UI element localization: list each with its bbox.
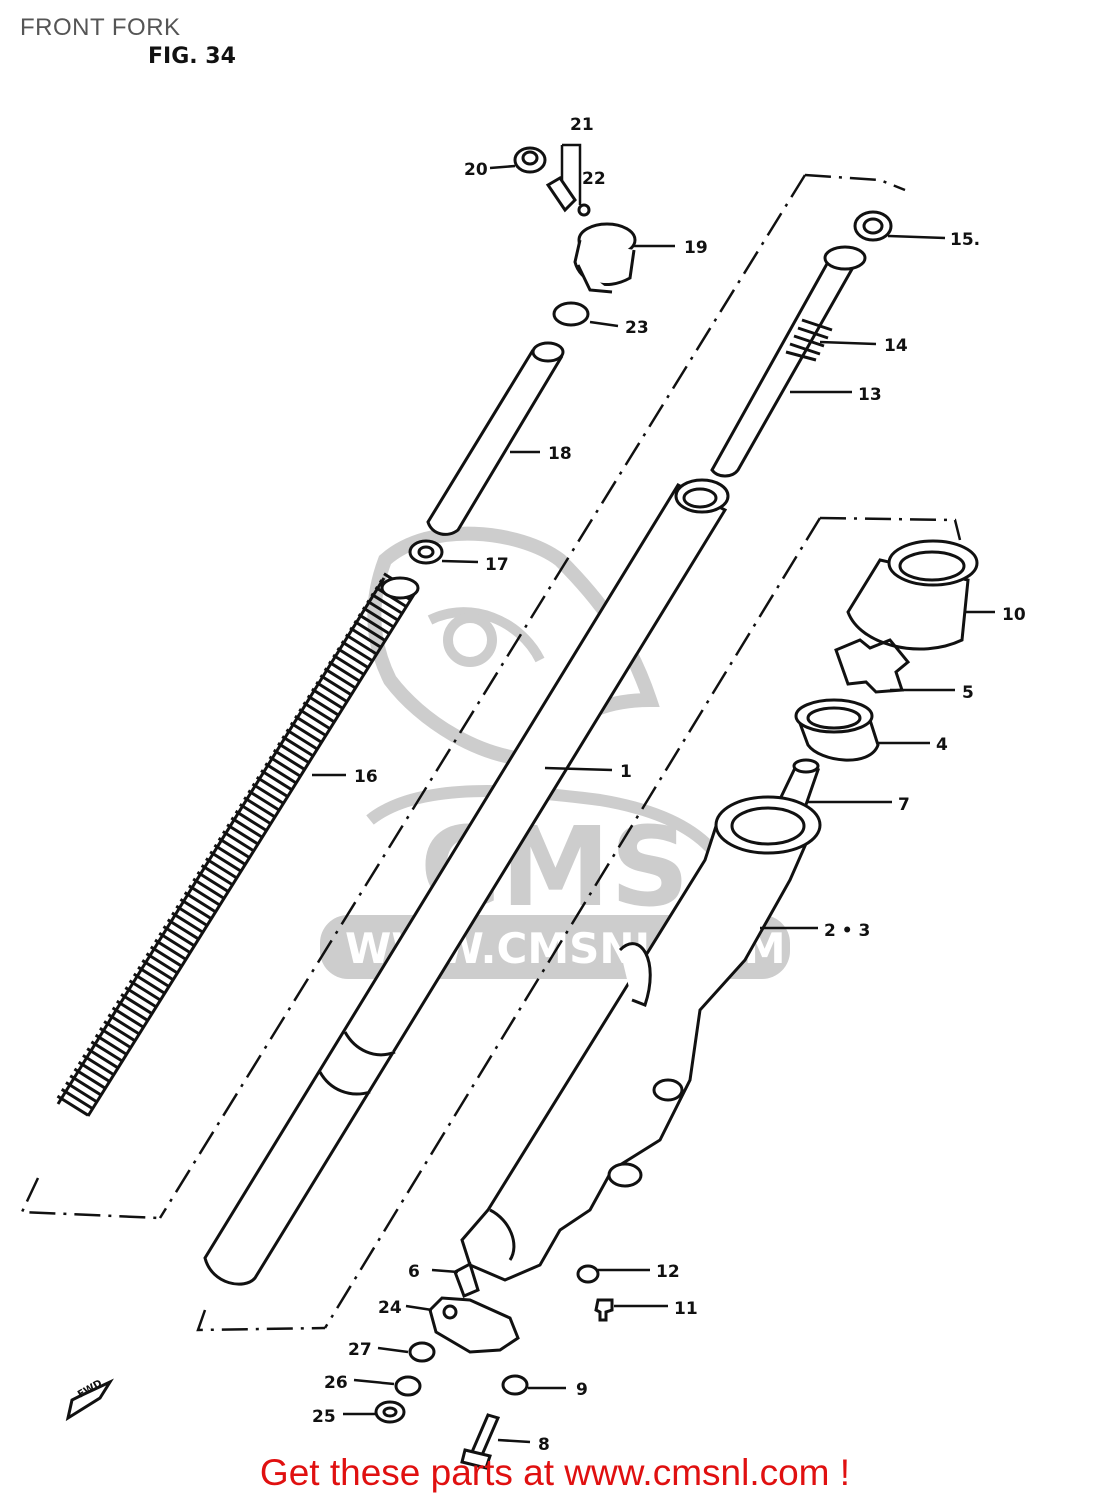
part-18-spacer-tube <box>426 341 565 536</box>
forward-direction-arrow-icon <box>65 1378 114 1422</box>
assembly-outline-lines <box>20 173 962 1332</box>
callout-10: 10 <box>1002 605 1026 625</box>
part-6-damper-bolt <box>453 1261 480 1298</box>
part-24-axle-holder <box>428 1296 520 1354</box>
callout-17: 17 <box>485 555 509 575</box>
page-title: FRONT FORK <box>20 14 181 41</box>
callout-11: 11 <box>674 1299 698 1319</box>
callout-27: 27 <box>348 1340 372 1360</box>
part-27-washer <box>408 1341 436 1363</box>
callout-14: 14 <box>884 336 908 356</box>
callout-15: 15. <box>950 230 980 250</box>
callout-4: 4 <box>936 735 948 755</box>
callout-6: 6 <box>408 1262 420 1282</box>
part-1-inner-tube <box>203 478 730 1286</box>
part-16-fork-spring <box>54 572 420 1120</box>
cmsnl-parts-link[interactable]: Get these parts at www.cmsnl.com ! <box>0 1452 1110 1494</box>
part-10-dust-seal <box>846 539 979 651</box>
callout-8: 8 <box>538 1435 550 1455</box>
callout-19: 19 <box>684 238 708 258</box>
part-19-fork-bolt <box>573 222 637 294</box>
callout-22: 22 <box>582 169 606 189</box>
callout-13: 13 <box>858 385 882 405</box>
part-2-3-outer-tube <box>460 795 822 1282</box>
callout-2-3: 2 • 3 <box>824 921 870 941</box>
part-21-22-air-valve <box>545 175 591 217</box>
part-5-stopper-ring <box>834 638 911 694</box>
callout-5: 5 <box>962 683 974 703</box>
leader-lines <box>312 143 995 1444</box>
callout-12: 12 <box>656 1262 680 1282</box>
callout-23: 23 <box>625 318 649 338</box>
part-11-drain-screw <box>594 1298 614 1322</box>
callout-labels: 20 21 22 19 23 18 17 16 15. 14 13 1 10 5… <box>312 115 1026 1455</box>
callout-25: 25 <box>312 1407 336 1427</box>
footer-link-text[interactable]: Get these parts at www.cmsnl.com ! <box>259 1452 851 1493</box>
part-20-cap-nut <box>513 146 547 174</box>
part-17-washer <box>408 539 444 565</box>
callout-21: 21 <box>570 115 594 135</box>
part-23-o-ring <box>552 301 590 327</box>
part-14-rebound-spring <box>785 318 833 362</box>
part-8-stud-bolt <box>460 1413 501 1470</box>
callout-26: 26 <box>324 1373 348 1393</box>
part-4-oil-seal <box>794 698 880 762</box>
part-9-gasket <box>501 1374 529 1396</box>
callout-18: 18 <box>548 444 572 464</box>
callout-24: 24 <box>378 1298 402 1318</box>
callout-20: 20 <box>464 160 488 180</box>
figure-number: FIG. 34 <box>148 44 236 69</box>
callout-7: 7 <box>898 795 910 815</box>
callout-1: 1 <box>620 762 632 782</box>
callout-9: 9 <box>576 1380 588 1400</box>
part-13-damper-rod <box>710 245 867 478</box>
part-15-damper-seal <box>853 210 893 242</box>
callout-16: 16 <box>354 767 378 787</box>
part-25-nut <box>374 1400 406 1424</box>
part-26-washer <box>394 1375 422 1397</box>
part-12-washer <box>576 1264 600 1284</box>
